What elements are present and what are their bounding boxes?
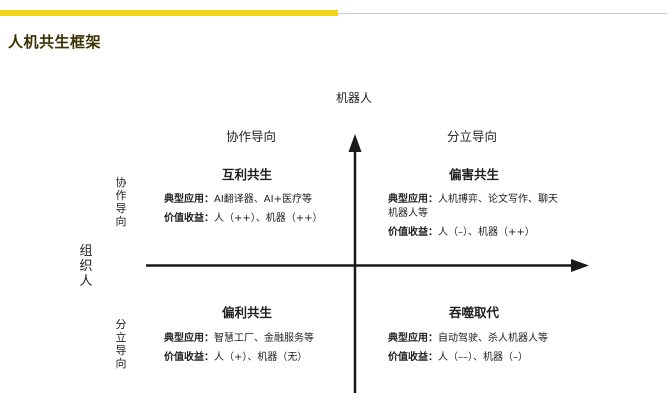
app-value: 智慧工厂、金融服务等	[214, 333, 314, 344]
top-right-header: 分立导向	[447, 129, 498, 144]
quadrant-title-top-left: 互利共生	[222, 167, 273, 182]
quadrant-app-bottom-left: 典型应用：智慧工厂、金融服务等	[164, 332, 349, 346]
quadrant-value-top-right: 价值收益：人（–）、机器（++）	[388, 226, 568, 240]
value-value: 人（+）、机器（无）	[214, 352, 308, 363]
vertical-axis-label: 机器人	[336, 91, 373, 105]
value-value: 人（––）、机器（–）	[438, 352, 528, 363]
app-label: 典型应用：	[388, 194, 438, 205]
value-label: 价值收益：	[164, 213, 214, 224]
vertical-axis-arrowhead	[348, 134, 362, 152]
top-left-header: 协作导向	[226, 129, 277, 144]
horizontal-axis-arrowhead	[571, 259, 589, 272]
page-title: 人机共生框架	[8, 33, 102, 51]
value-value: 人（++）、机器（++）	[214, 213, 323, 224]
app-value: AI翻译器、AI+医疗等	[214, 194, 312, 205]
value-label: 价值收益：	[388, 352, 438, 363]
app-label: 典型应用：	[164, 194, 214, 205]
quadrant-title-bottom-left: 偏利共生	[222, 305, 273, 320]
quadrant-title-bottom-right: 吞噬取代	[449, 305, 500, 320]
quadrant-app-bottom-right: 典型应用：自动驾驶、杀人机器人等	[388, 332, 588, 346]
app-value: 自动驾驶、杀人机器人等	[438, 333, 548, 344]
value-value: 人（–）、机器（++）	[438, 227, 535, 238]
quadrant-title-top-right: 偏害共生	[449, 167, 500, 182]
quadrant-value-top-left: 价值收益：人（++）、机器（++）	[164, 212, 344, 226]
header-accent-bar	[0, 10, 338, 16]
app-label: 典型应用：	[388, 333, 438, 344]
left-upper-side-label: 协作导向	[115, 176, 127, 228]
header-rule	[338, 12, 667, 14]
quadrant-app-top-left: 典型应用：AI翻译器、AI+医疗等	[164, 193, 344, 207]
value-label: 价值收益：	[164, 352, 214, 363]
app-value: 人机搏弈、论文写作、聊天机器人等	[388, 194, 558, 219]
quadrant-value-bottom-left: 价值收益：人（+）、机器（无）	[164, 351, 349, 365]
app-label: 典型应用：	[164, 333, 214, 344]
quadrant-app-top-right: 典型应用：人机搏弈、论文写作、聊天机器人等	[388, 193, 558, 221]
horizontal-axis-label: 组织人	[79, 244, 93, 289]
value-label: 价值收益：	[388, 227, 438, 238]
quadrant-value-bottom-right: 价值收益：人（––）、机器（–）	[388, 351, 588, 365]
left-lower-side-label: 分立导向	[115, 318, 127, 370]
